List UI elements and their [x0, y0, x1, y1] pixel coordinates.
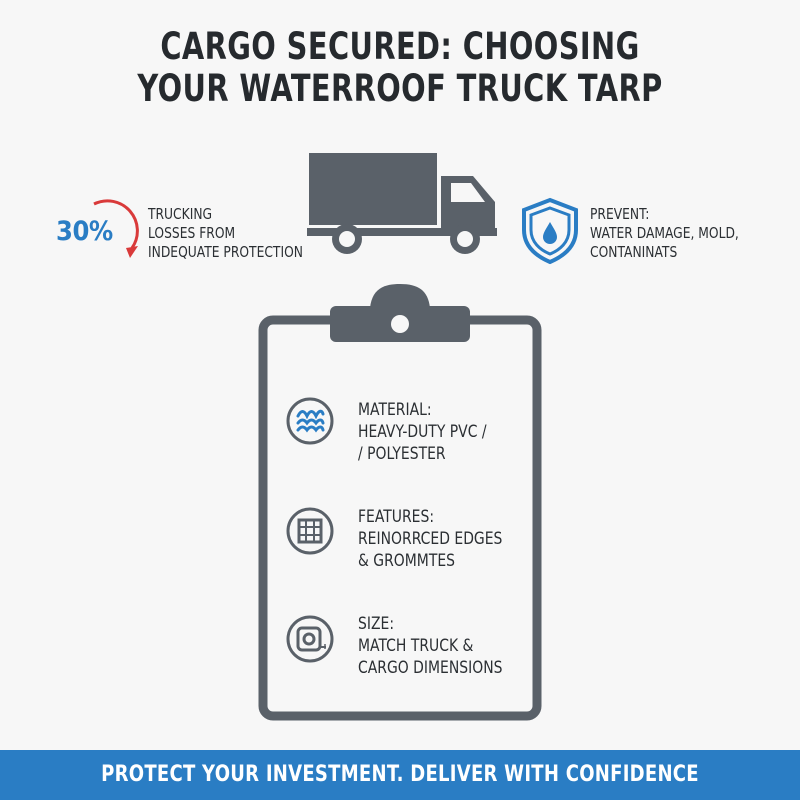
stat-label-line-2: LOSSES FROM [148, 224, 236, 242]
size-line-1: MATCH TRUCK & [358, 636, 474, 656]
prevent-line-1: PREVENT: [590, 205, 650, 223]
title-line-1: CARGO SECURED: CHOOSING [160, 25, 640, 68]
features-line-2: & GROMMTES [358, 551, 455, 571]
size-line-2: CARGO DIMENSIONS [358, 658, 503, 678]
stat-label-line-1: TRUCKING [148, 205, 213, 223]
prevent-label: PREVENT: WATER DAMAGE, MOLD, CONTANINATS [590, 205, 739, 262]
curved-arrow-icon [93, 199, 139, 258]
stat-value: 30% [56, 216, 113, 247]
checklist-item-material: MATERIAL: HEAVY-DUTY PVC / / POLYESTER [358, 399, 487, 465]
banner-text: PROTECT YOUR INVESTMENT. DELIVER WITH CO… [101, 762, 699, 787]
bottom-banner: PROTECT YOUR INVESTMENT. DELIVER WITH CO… [0, 750, 800, 800]
checklist-item-size: SIZE: MATCH TRUCK & CARGO DIMENSIONS [358, 613, 502, 679]
checklist-item-features: FEATURES: REINORRCED EDGES & GROMMTES [358, 506, 502, 572]
material-heading: MATERIAL: [358, 400, 432, 420]
truck-icon [307, 153, 497, 254]
stat-label-line-3: INDEQUATE PROTECTION [148, 243, 303, 261]
prevent-line-3: CONTANINATS [590, 243, 678, 261]
features-line-1: REINORRCED EDGES [358, 529, 503, 549]
features-heading: FEATURES: [358, 507, 435, 527]
title-line-2: YOUR WATERROOF TRUCK TARP [137, 67, 663, 110]
tape-measure-icon [286, 615, 334, 663]
clipboard-icon [258, 284, 542, 721]
loss-stat-label: TRUCKING LOSSES FROM INDEQUATE PROTECTIO… [148, 205, 303, 262]
material-line-2: / POLYESTER [358, 444, 446, 464]
waves-icon [286, 397, 334, 445]
grid-icon [286, 507, 334, 555]
loss-stat: 30% [56, 196, 139, 266]
page-title: CARGO SECURED: CHOOSING YOUR WATERROOF T… [88, 26, 712, 110]
prevent-line-2: WATER DAMAGE, MOLD, [590, 224, 739, 242]
material-line-1: HEAVY-DUTY PVC / [358, 422, 487, 442]
size-heading: SIZE: [358, 614, 395, 634]
shield-water-icon [522, 197, 578, 265]
